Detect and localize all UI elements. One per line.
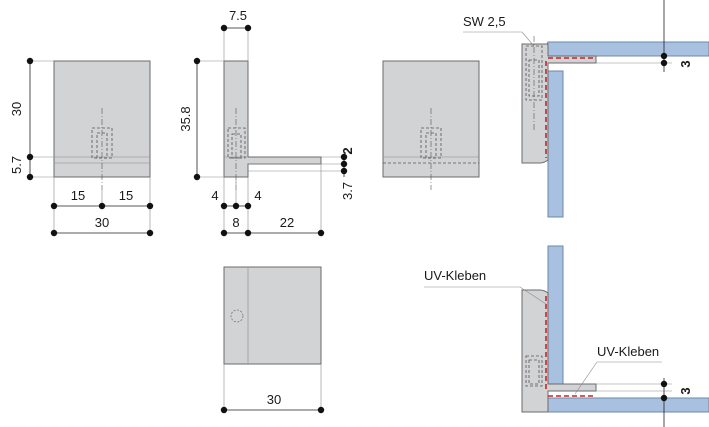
dim-front-half-left: 15 bbox=[71, 188, 85, 203]
dim-bottom-width: 30 bbox=[267, 392, 281, 407]
dim-side-2: 2 bbox=[340, 147, 355, 154]
dim-side-3-7: 3.7 bbox=[340, 182, 355, 200]
dim-side-height: 35.8 bbox=[178, 106, 193, 131]
glass-horizontal-top bbox=[545, 41, 709, 57]
glass-vertical-top bbox=[547, 70, 564, 218]
dim-front-width: 30 bbox=[95, 215, 109, 230]
dim-side-4-left: 4 bbox=[211, 188, 218, 203]
rear-view bbox=[382, 60, 480, 190]
dim-side-8: 8 bbox=[232, 215, 239, 230]
label-uv-top: UV-Kleben bbox=[424, 268, 486, 283]
install-detail-bottom: UV-Kleben UV-Kleben 3 bbox=[424, 245, 709, 427]
dim-gap-bottom: 3 bbox=[678, 387, 693, 394]
bottom-body bbox=[223, 266, 322, 365]
dim-side-22: 22 bbox=[280, 215, 294, 230]
glass-horizontal-bottom bbox=[545, 397, 709, 413]
label-uv-bottom: UV-Kleben bbox=[597, 344, 659, 359]
dim-side-top: 7.5 bbox=[229, 8, 247, 23]
install-detail-top: SW 2,5 3 bbox=[463, 0, 709, 218]
dim-front-base: 5.7 bbox=[9, 156, 24, 174]
dim-front-height: 30 bbox=[9, 102, 24, 116]
bottom-view: 30 bbox=[220, 266, 325, 414]
glass-vertical-bottom bbox=[547, 245, 564, 388]
label-sw: SW 2,5 bbox=[463, 14, 506, 29]
fitting-bottom bbox=[521, 289, 597, 413]
dim-front-half-right: 15 bbox=[119, 188, 133, 203]
side-view: 7.5 35.8 2 3.7 4 4 8 22 bbox=[178, 8, 355, 237]
front-view: 30 5.7 15 15 30 bbox=[9, 57, 154, 237]
dim-side-4-right: 4 bbox=[254, 188, 261, 203]
side-body bbox=[223, 60, 322, 178]
dim-gap-top: 3 bbox=[678, 60, 693, 67]
